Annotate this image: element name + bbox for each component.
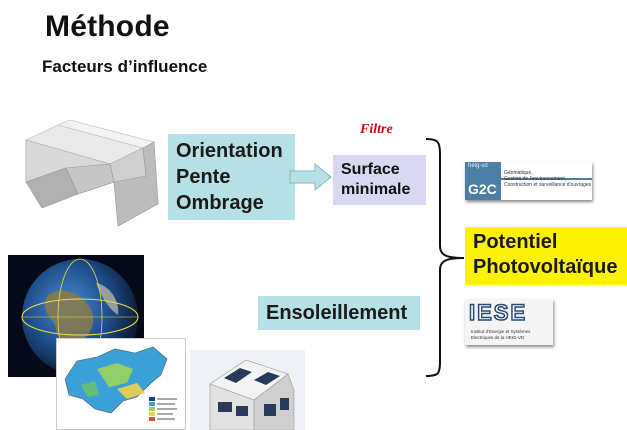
filter-label: Filtre [360,122,393,137]
result-box: Potentiel Photovoltaïque [465,227,627,285]
solar-map-image [56,338,186,430]
inputs-line-orientation: Orientation [176,140,283,162]
iese-logo: IESE Institut d'Energie et Systèmes Elec… [465,299,553,345]
inputs-box: Orientation Pente Ombrage [168,134,295,220]
g2c-text-1: Géomatique, [504,170,533,176]
inputs-line-pente: Pente [176,166,231,188]
house-solar-image [190,350,305,430]
bracket-icon [425,138,465,377]
g2c-name: G2C [468,181,497,197]
building-model-icon [25,120,159,227]
page-subtitle: Facteurs d’influence [42,57,208,76]
surface-line-2: minimale [341,181,411,198]
iese-text-1: Institut d'Energie et Systèmes [471,329,531,334]
g2c-text-2: Gestion de l'environnement, [504,176,567,182]
inputs-line-ombrage: Ombrage [176,192,264,214]
sun-box: Ensoleillement [258,296,420,330]
result-line-2: Photovoltaïque [473,256,618,278]
iese-name: IESE [468,299,528,326]
page-title: Méthode [45,10,170,43]
surface-line-1: Surface [341,161,400,178]
g2c-tag: heig-vd [468,163,488,169]
surface-box: Surface minimale [333,155,426,205]
g2c-logo: heig-vd G2C Géomatique, Gestion de l'env… [465,162,592,200]
result-line-1: Potentiel [473,231,558,253]
iese-text-2: Electriques de la HEIG-VD [471,334,525,340]
g2c-text-3: Construction et surveillance d'ouvrages [504,182,592,188]
arrow-right-icon [289,162,332,192]
